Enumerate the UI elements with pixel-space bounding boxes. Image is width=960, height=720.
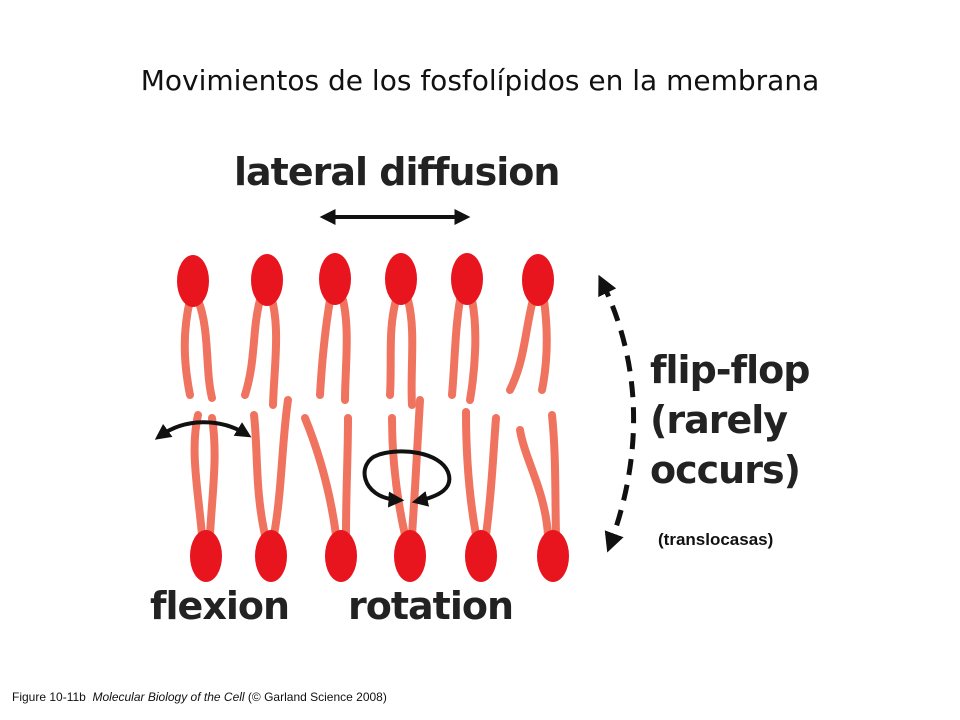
flip-flop-arrow [598,274,637,553]
phospholipid-head [177,255,209,307]
lateral-diffusion-label: lateral diffusion [234,150,560,194]
caption-copyright: (© Garland Science 2008) [247,690,387,704]
phospholipid-head [255,530,287,582]
rotation-arrow [362,449,452,508]
upper-leaflet-heads [177,253,554,307]
phospholipid-head [537,530,569,582]
phospholipid-head [394,530,426,582]
phospholipid-head [251,254,283,306]
phospholipid-head [319,253,351,305]
flip-flop-line-3: occurs) [650,448,801,492]
caption-figure-number: Figure 10-11b [12,690,86,704]
phospholipid-head [190,530,222,582]
figure-caption: Figure 10-11b Molecular Biology of the C… [12,690,387,704]
translocasas-label: (translocasas) [658,530,774,549]
lower-leaflet-tails [190,396,560,539]
phospholipid-head [385,253,417,305]
slide-title: Movimientos de los fosfolípidos en la me… [140,64,820,97]
phospholipid-head [325,530,357,582]
flexion-arrow [154,420,252,440]
rotation-label: rotation [348,584,514,628]
flexion-label: flexion [150,584,290,628]
phospholipid-head [451,253,483,305]
flip-flop-line-1: flip-flop [650,348,810,392]
phospholipid-head [465,530,497,582]
flip-flop-line-2: (rarely [650,398,788,442]
phospholipid-head [522,254,554,306]
flip-flop-label: flip-flop (rarely occurs) [650,345,810,495]
upper-leaflet-tails [180,296,551,409]
lower-leaflet-heads [190,530,569,582]
caption-book-title: Molecular Biology of the Cell [92,690,245,704]
